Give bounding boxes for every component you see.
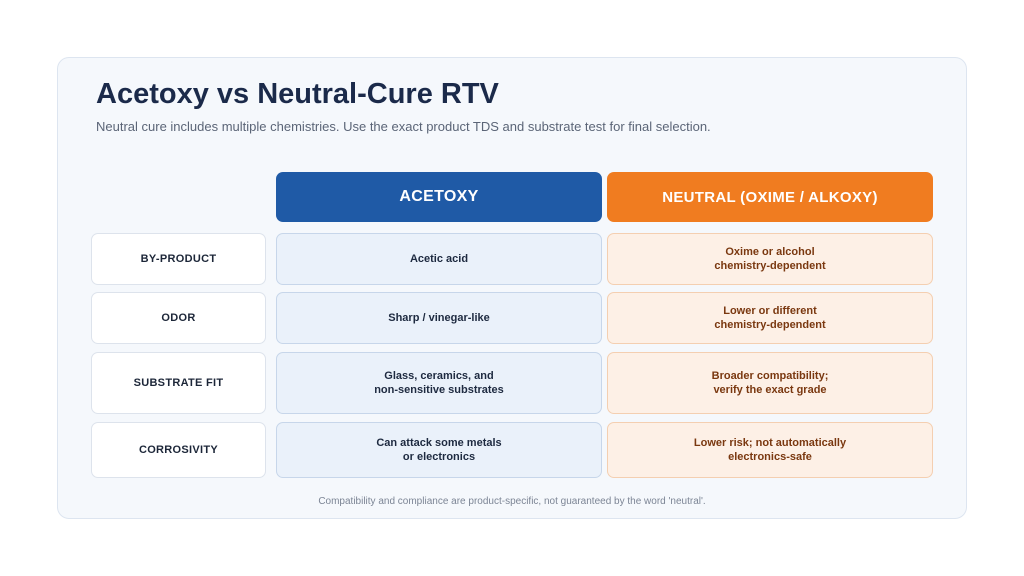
row-label-by-product: BY-PRODUCT bbox=[91, 233, 266, 285]
cell-neutral-by-product: Oxime or alcohol chemistry-dependent bbox=[607, 233, 933, 285]
footnote: Compatibility and compliance are product… bbox=[318, 496, 706, 507]
row-label-odor: ODOR bbox=[91, 292, 266, 344]
row-label-substrate-fit: SUBSTRATE FIT bbox=[91, 352, 266, 414]
page-subtitle: Neutral cure includes multiple chemistri… bbox=[96, 119, 711, 134]
cell-acetoxy-by-product: Acetic acid bbox=[276, 233, 602, 285]
column-header-acetoxy: ACETOXY bbox=[276, 172, 602, 222]
cell-text: Broader compatibility; verify the exact … bbox=[711, 370, 829, 396]
cell-text: Lower or different chemistry-dependent bbox=[714, 305, 826, 331]
cell-acetoxy-corrosivity: Can attack some metals or electronics bbox=[276, 422, 602, 478]
cell-neutral-corrosivity: Lower risk; not automatically electronic… bbox=[607, 422, 933, 478]
cell-text: Glass, ceramics, and non-sensitive subst… bbox=[374, 370, 504, 396]
cell-acetoxy-substrate-fit: Glass, ceramics, and non-sensitive subst… bbox=[276, 352, 602, 414]
cell-text: Lower risk; not automatically electronic… bbox=[693, 437, 847, 463]
cell-text: Oxime or alcohol chemistry-dependent bbox=[714, 246, 826, 272]
cell-text: Sharp / vinegar-like bbox=[388, 312, 490, 324]
cell-text: Can attack some metals or electronics bbox=[376, 437, 502, 463]
column-header-neutral: NEUTRAL (OXIME / ALKOXY) bbox=[607, 172, 933, 222]
page-title: Acetoxy vs Neutral-Cure RTV bbox=[96, 78, 499, 110]
row-label-corrosivity: CORROSIVITY bbox=[91, 422, 266, 478]
cell-acetoxy-odor: Sharp / vinegar-like bbox=[276, 292, 602, 344]
cell-neutral-odor: Lower or different chemistry-dependent bbox=[607, 292, 933, 344]
cell-neutral-substrate-fit: Broader compatibility; verify the exact … bbox=[607, 352, 933, 414]
cell-text: Acetic acid bbox=[409, 253, 469, 265]
